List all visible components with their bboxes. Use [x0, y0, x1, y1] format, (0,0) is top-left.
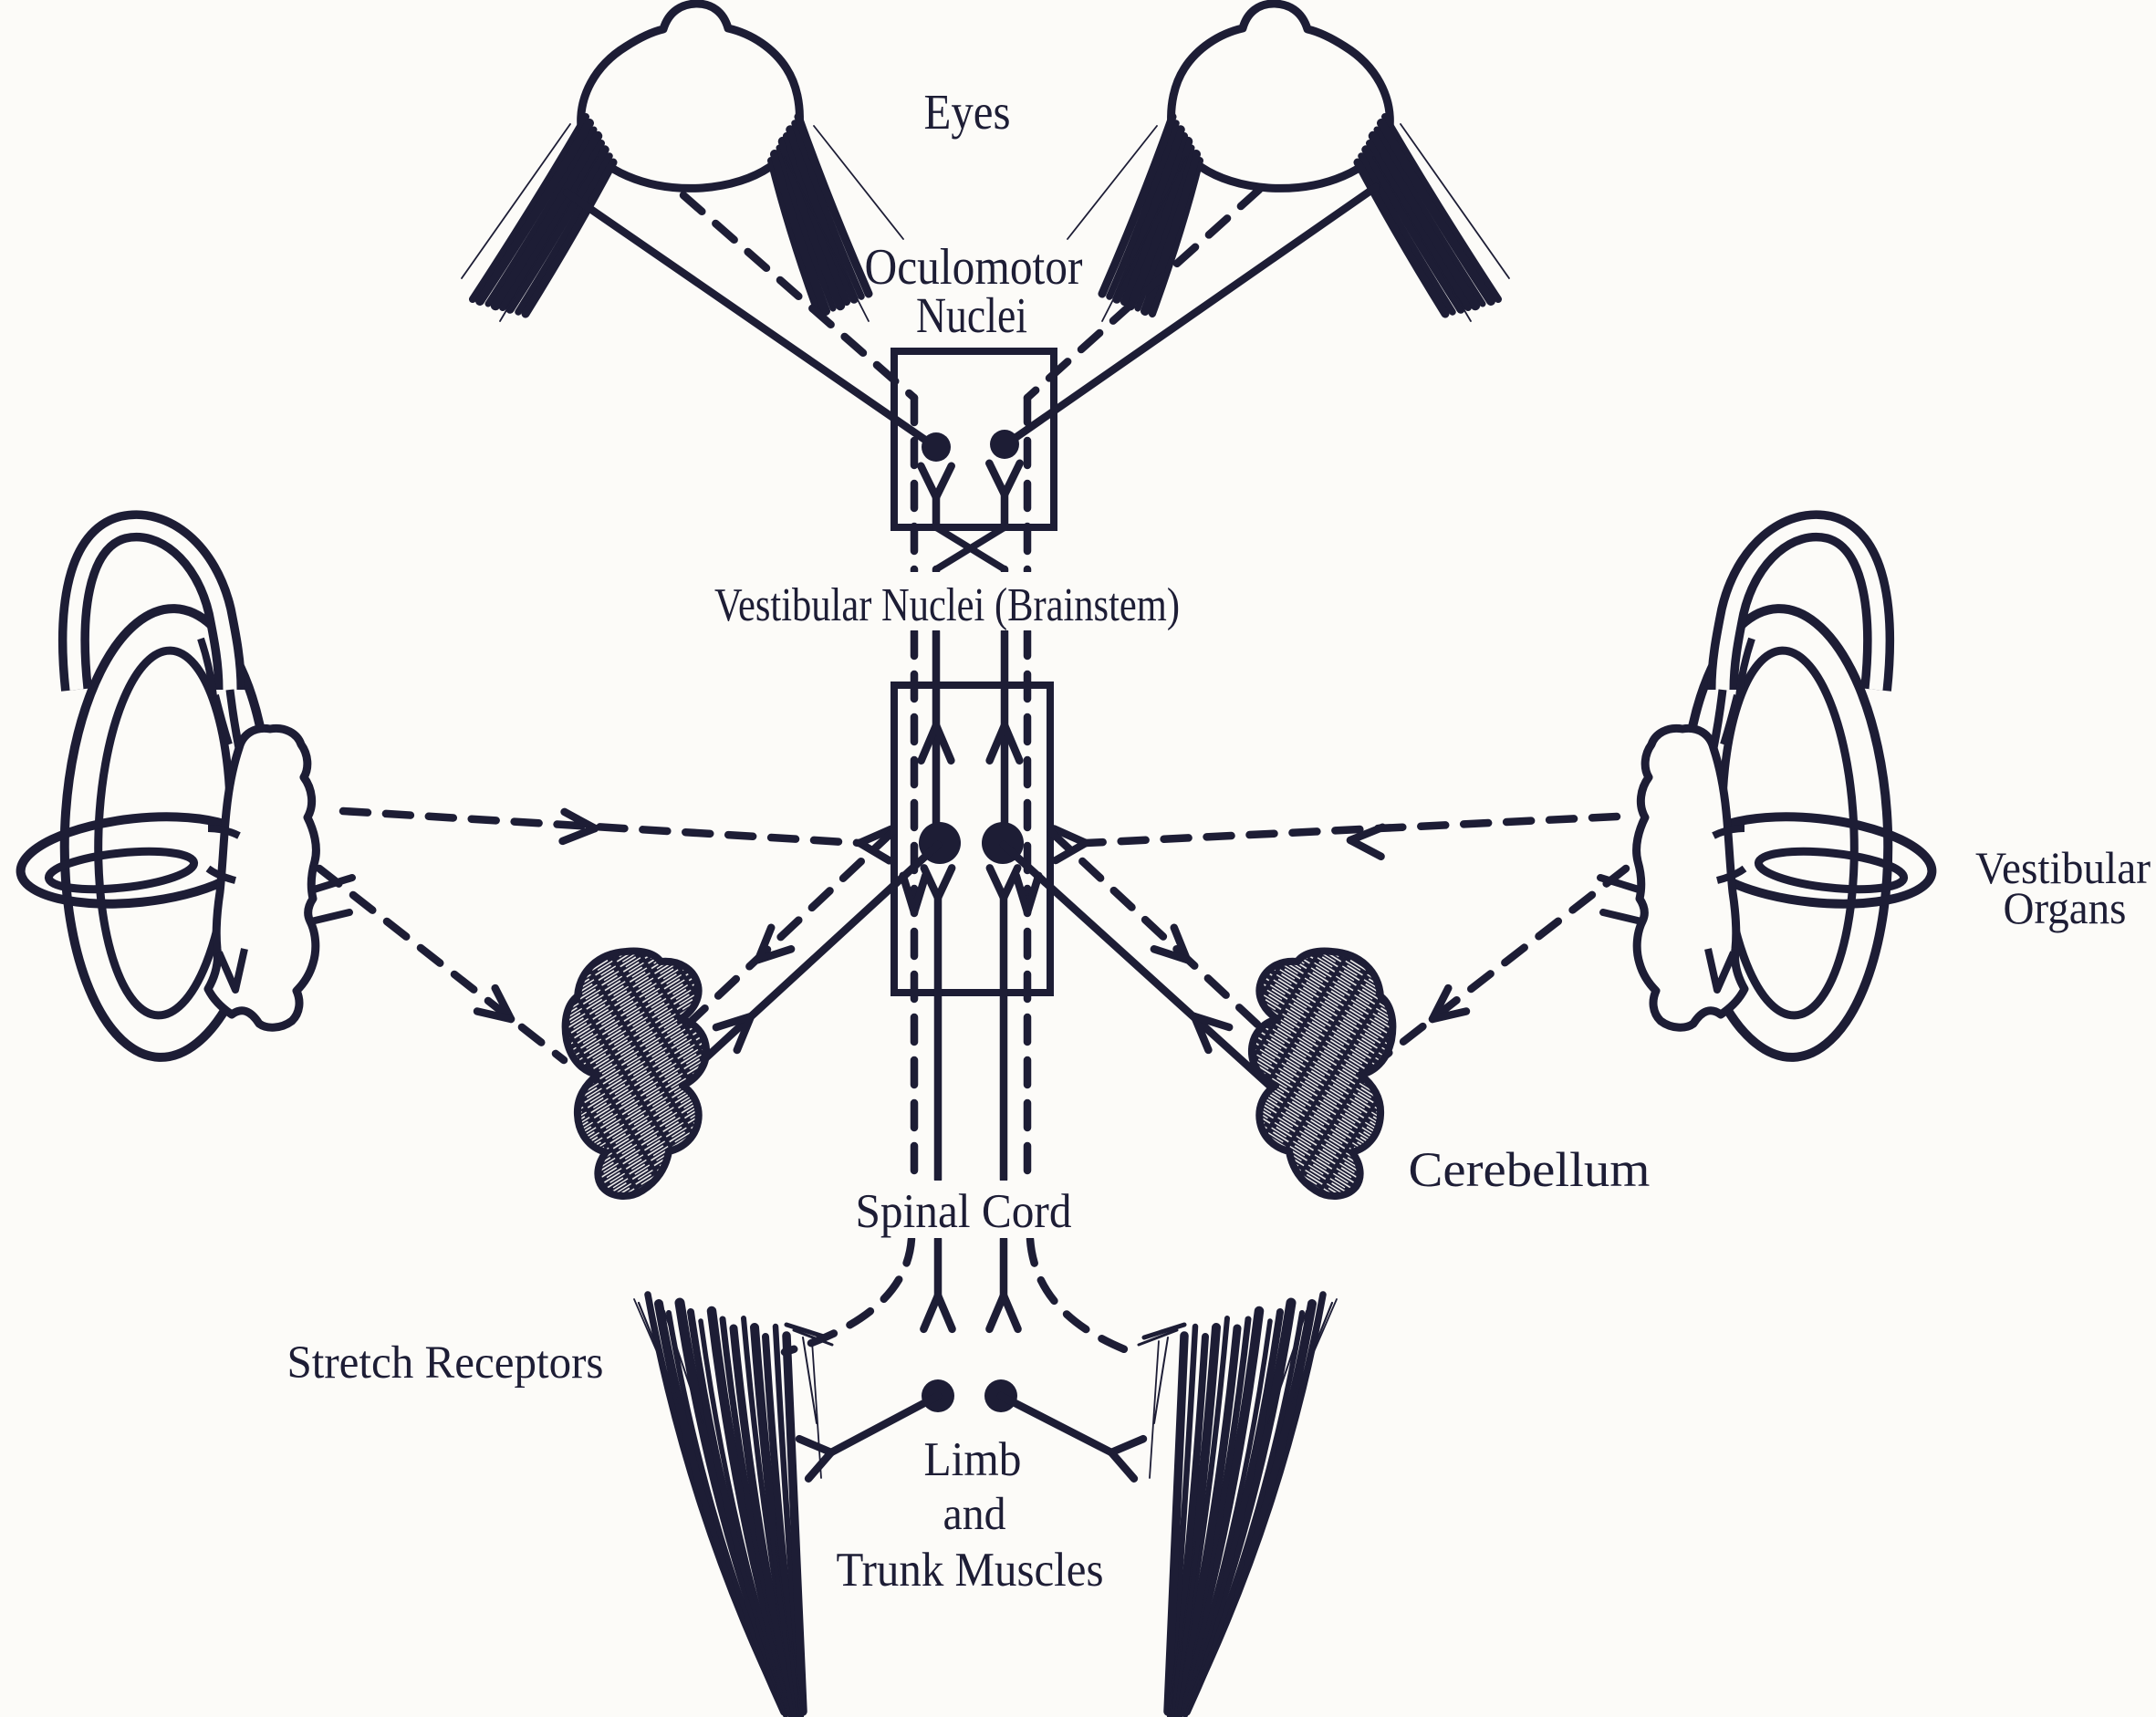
svg-text:Cerebellum: Cerebellum: [1409, 1142, 1651, 1197]
svg-text:Limb: Limb: [924, 1433, 1022, 1486]
svg-text:Organs: Organs: [2004, 882, 2127, 933]
svg-text:Vestibular Nuclei (Brainstem): Vestibular Nuclei (Brainstem): [714, 579, 1180, 631]
svg-text:Trunk Muscles: Trunk Muscles: [837, 1544, 1104, 1597]
svg-text:Vestibular: Vestibular: [1975, 842, 2151, 893]
svg-text:Oculomotor: Oculomotor: [865, 239, 1083, 296]
svg-text:Spinal Cord: Spinal Cord: [856, 1185, 1072, 1238]
svg-text:Nuclei: Nuclei: [916, 287, 1027, 343]
svg-text:Stretch Receptors: Stretch Receptors: [287, 1337, 604, 1389]
svg-text:Eyes: Eyes: [924, 84, 1011, 140]
svg-text:and: and: [943, 1489, 1006, 1540]
